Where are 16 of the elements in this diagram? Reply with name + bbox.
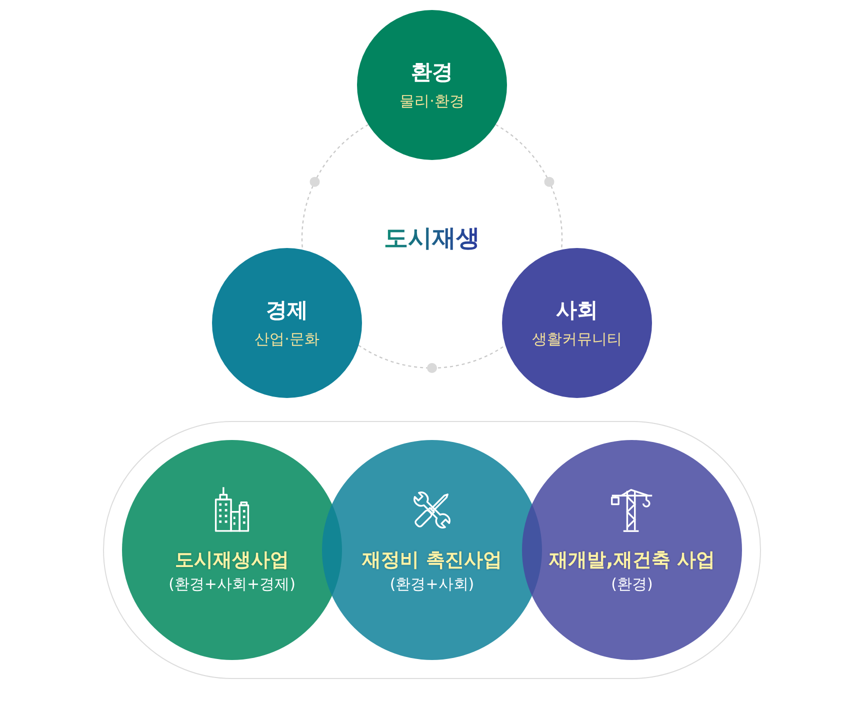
rounded-panel [103,421,761,679]
project-title: 재개발,재건축 사업 [549,548,715,572]
circle-subtitle: 산업·문화 [254,329,320,349]
connector-arc [302,124,369,250]
circle-title: 환경 [411,59,453,85]
project-subtitle: (환경) [611,574,653,594]
circle-subtitle: 물리·환경 [400,91,464,111]
project-subtitle: (환경+사회+경제) [168,574,296,594]
circle-subtitle: 생활커뮤니티 [532,329,622,349]
project-subtitle: (환경+사회) [390,574,474,594]
circle-title: 경제 [266,297,308,323]
connector-arc [495,124,562,250]
connector-arc [358,344,506,369]
circle-title: 사회 [556,297,598,323]
project-title: 도시재생사업 [175,548,289,572]
project-title: 재정비 촉진사업 [362,548,502,572]
